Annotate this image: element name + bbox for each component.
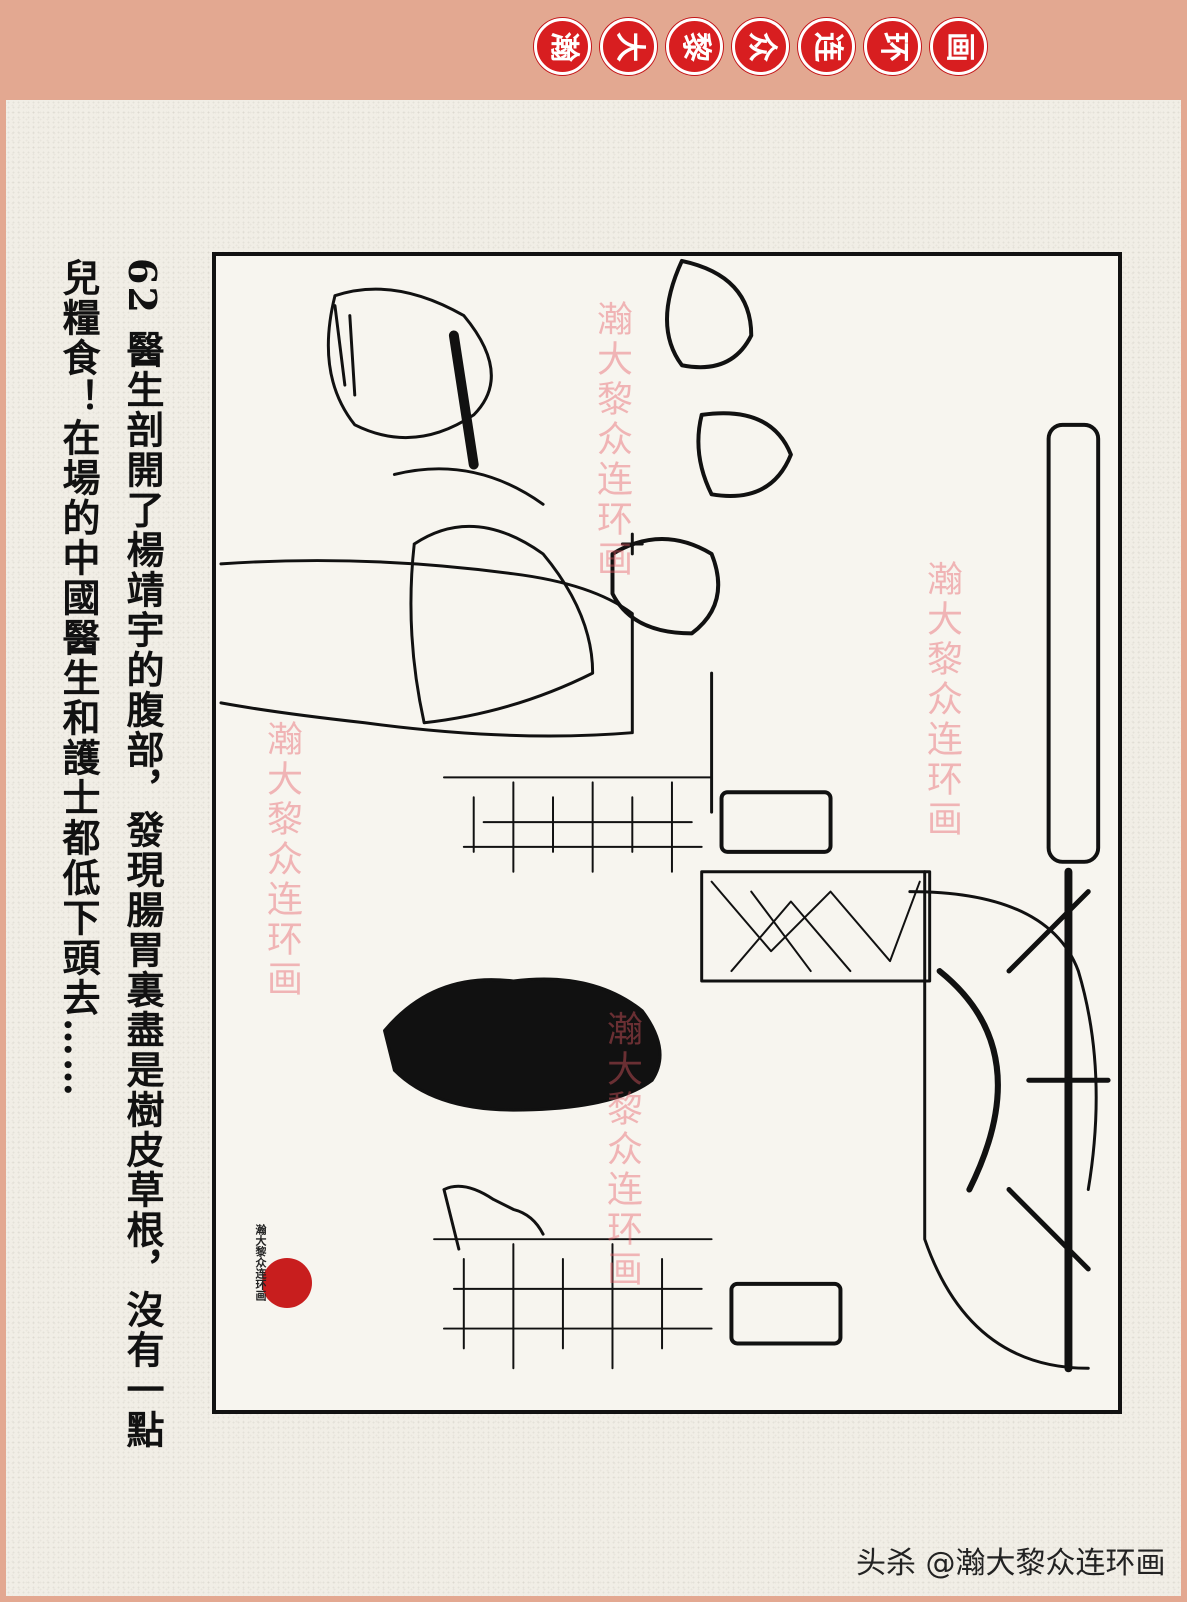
seal-char: 连: [809, 31, 845, 62]
stamp-caption: 瀚大黎众连环画: [254, 1224, 267, 1301]
header-band: 瀚 大 黎 众 连 环 画: [0, 0, 1187, 100]
footer-credit: 头杀 @瀚大黎众连环画: [856, 1546, 1166, 1581]
seal-char: 大: [611, 31, 647, 62]
seal-char: 画: [941, 31, 977, 62]
seal-char: 众: [743, 31, 779, 62]
title-seal-5: 连: [798, 18, 855, 75]
title-seal-1: 瀚: [534, 18, 591, 75]
title-seal-6: 环: [864, 18, 921, 75]
seal-char: 环: [875, 31, 911, 62]
illustration-frame: [212, 252, 1122, 1414]
title-seal-2: 大: [600, 18, 657, 75]
watermark-1: 瀚大黎众连环画: [591, 300, 632, 580]
title-seal-row: 瀚 大 黎 众 连 环 画: [534, 18, 987, 75]
title-seal-7: 画: [930, 18, 987, 75]
watermark-4: 瀚大黎众连环画: [601, 1010, 642, 1290]
seal-char: 瀚: [545, 31, 581, 62]
caption-line-2: 兒糧食！在場的中國醫生和護士都低下頭去……: [56, 258, 101, 1098]
title-seal-4: 众: [732, 18, 789, 75]
caption-line-1: 62 醫生剖開了楊靖宇的腹部，發現腸胃裏盡是樹皮草根，沒有一點: [120, 258, 165, 1451]
seal-stamp: [262, 1258, 312, 1308]
operating-room-illustration: [219, 258, 1111, 1373]
title-seal-3: 黎: [666, 18, 723, 75]
watermark-3: 瀚大黎众连环画: [261, 720, 302, 1000]
watermark-2: 瀚大黎众连环画: [921, 560, 962, 840]
seal-char: 黎: [677, 31, 713, 62]
